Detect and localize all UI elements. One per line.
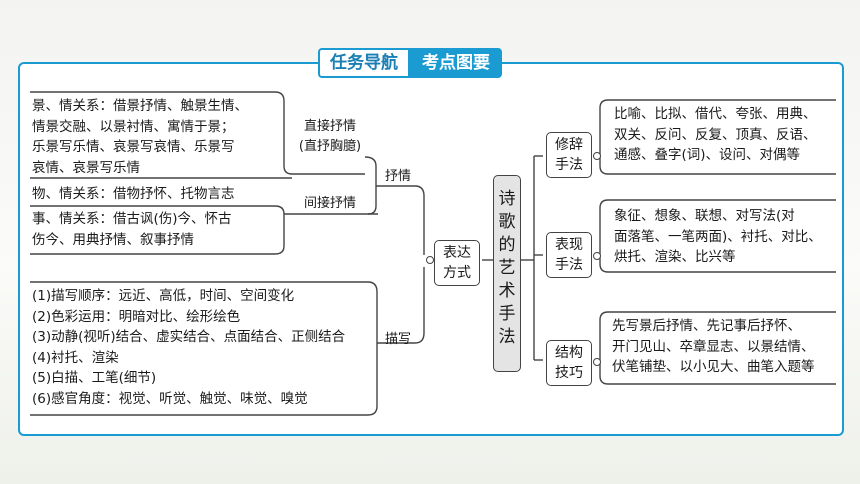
core-char: 艺 — [498, 258, 516, 278]
node-expression-label: 手法 — [555, 257, 583, 273]
expression-list: 象征、想象、联想、对写法(对 面落笔、一笔两面)、衬托、对比、 烘托、渲染、比兴… — [614, 206, 822, 268]
core-char: 法 — [498, 327, 516, 347]
node-structure: 结构 技巧 — [546, 340, 592, 386]
expression-line: 烘托、渲染、比兴等 — [614, 249, 736, 265]
structure-line: 伏笔铺垫、以小见大、曲笔入题等 — [612, 359, 815, 375]
core-char: 的 — [498, 235, 516, 255]
node-dot — [426, 256, 434, 264]
header-task-navigation: 任务导航 — [318, 48, 410, 78]
node-expression-label: 表现 — [555, 237, 583, 253]
bracket-structure — [599, 311, 836, 385]
scene-line: 乐景写乐情、哀景写哀情、乐景写 — [32, 139, 235, 155]
describe-item: (1)描写顺序：远近、高低，时间、空间变化 — [32, 288, 295, 304]
scene-line: 景、情关系：借景抒情、触景生情、 — [32, 98, 248, 114]
structure-line: 开门见山、卒章显志、以景结情、 — [612, 338, 815, 355]
rhetoric-line: 双关、反问、反复、顶真、反语、 — [614, 126, 817, 143]
rhetoric-line: 比喻、比拟、借代、夸张、用典、 — [614, 106, 817, 122]
bracket-indirect — [30, 205, 285, 255]
describe-item: (4)衬托、渲染 — [32, 349, 119, 366]
scene-relation-text: 景、情关系：借景抒情、触景生情、 情景交融、以景衬情、寓情于景； 乐景写乐情、哀… — [32, 96, 248, 178]
branch-expression-method: 表达方式 — [434, 240, 480, 286]
node-structure-label: 结构 — [555, 345, 583, 361]
bracket-describe — [30, 281, 378, 416]
structure-list: 先写景后抒情、先记事后抒怀、 开门见山、卒章显志、以景结情、 伏笔铺垫、以小见大… — [612, 316, 815, 378]
core-char: 术 — [498, 281, 516, 301]
section-header: 任务导航 考点图要 — [318, 48, 502, 78]
node-structure-label: 技巧 — [555, 365, 583, 381]
core-char: 歌 — [498, 212, 516, 232]
structure-line: 先写景后抒情、先记事后抒怀、 — [612, 318, 801, 334]
indirect-lyric-label: 间接抒情 — [303, 196, 356, 211]
node-expression: 表现 手法 — [546, 232, 592, 278]
node-rhetoric-label: 手法 — [555, 157, 583, 173]
line-lyric-to-branch — [376, 185, 425, 255]
expression-line: 面落笔、一笔两面)、衬托、对比、 — [614, 228, 822, 245]
node-dot — [593, 152, 601, 160]
expression-line: 象征、想象、联想、对写法(对 — [614, 208, 795, 224]
bracket-lyric — [364, 156, 377, 215]
scene-line: 情景交融、以景衬情、寓情于景； — [32, 118, 235, 135]
event-relation-text: 事、情关系：借古讽(伤)今、怀古 伤今、用典抒情、叙事抒情 — [32, 209, 232, 250]
bracket-rhetoric — [599, 99, 836, 175]
content-frame — [18, 62, 844, 436]
core-char: 诗 — [498, 189, 516, 209]
bracket-express — [599, 199, 836, 273]
node-dot — [593, 252, 601, 260]
lyric-label: 抒情 — [384, 169, 411, 184]
rhetoric-line: 通感、叠字(词)、设问、对偶等 — [614, 147, 801, 163]
object-relation-text: 物、情关系：借物抒怀、托物言志 — [32, 186, 235, 202]
rhetoric-list: 比喻、比拟、借代、夸张、用典、 双关、反问、反复、顶真、反语、 通感、叠字(词)… — [614, 104, 817, 166]
core-title-poetic-art: 诗 歌 的 艺 术 手 法 — [493, 175, 521, 372]
node-rhetoric-label: 修辞 — [555, 137, 583, 153]
line-describe-to-branch — [377, 267, 425, 344]
describe-item: (3)动静(视听)结合、虚实结合、点面结合、正侧结合 — [32, 329, 346, 345]
direct-lyric-sub: (直抒胸臆) — [298, 139, 362, 154]
event-line: 伤今、用典抒情、叙事抒情 — [32, 231, 194, 248]
describe-list: (1)描写顺序：远近、高低，时间、空间变化 (2)色彩运用：明暗对比、绘形绘色 … — [32, 286, 345, 409]
describe-item: (5)白描、工笔(细节) — [32, 370, 157, 386]
node-dot — [593, 358, 601, 366]
node-rhetoric: 修辞 手法 — [546, 132, 592, 178]
direct-lyric-label: 直接抒情 — [303, 119, 356, 134]
bracket-scene — [30, 91, 365, 175]
core-char: 手 — [498, 304, 516, 324]
describe-label: 描写 — [384, 332, 411, 347]
event-line: 事、情关系：借古讽(伤)今、怀古 — [32, 211, 232, 227]
describe-item: (6)感官角度：视觉、听觉、触觉、味觉、嗅觉 — [32, 390, 308, 407]
describe-item: (2)色彩运用：明暗对比、绘形绘色 — [32, 308, 241, 325]
branch-expression-label: 表达方式 — [443, 245, 471, 281]
scene-line: 哀情、哀景写乐情 — [32, 159, 140, 176]
header-key-points: 考点图要 — [410, 48, 502, 78]
